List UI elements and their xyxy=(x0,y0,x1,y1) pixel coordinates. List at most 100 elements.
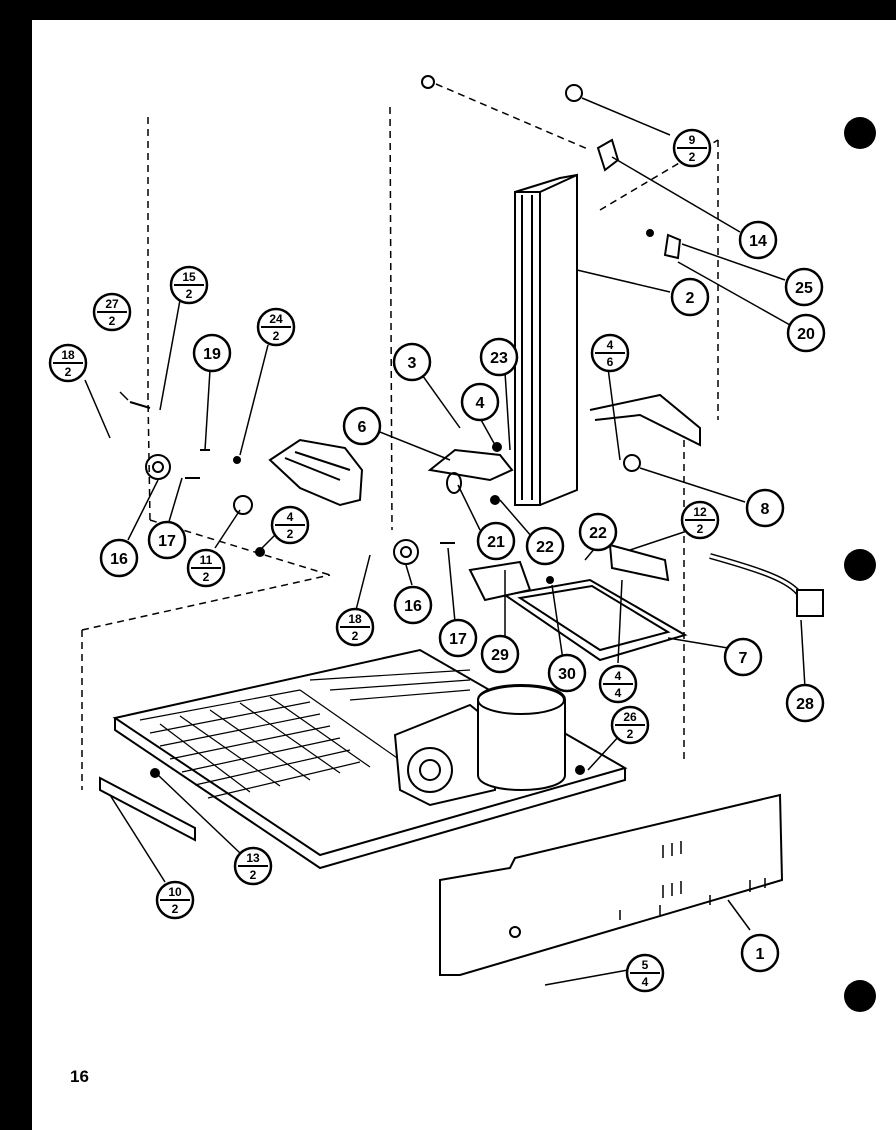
callout-quantity: 2 xyxy=(203,570,210,584)
callout-number: 18 xyxy=(348,612,362,626)
callout-circle xyxy=(479,337,519,377)
callout-8: 8 xyxy=(745,488,785,528)
registration-dot xyxy=(844,117,876,149)
callout-number: 4 xyxy=(476,395,485,412)
callout-4: 4 xyxy=(460,382,500,422)
callout-quantity: 2 xyxy=(352,629,359,643)
callout-circle xyxy=(784,267,824,307)
callout-layer: 9214252024681222874430292222212343617161… xyxy=(48,128,826,993)
callout-number: 13 xyxy=(246,851,260,865)
callout-circle xyxy=(547,653,587,693)
callout-17: 17 xyxy=(147,520,187,560)
callout-circle xyxy=(147,520,187,560)
callout-circle xyxy=(342,406,382,446)
callout-number: 24 xyxy=(269,312,283,326)
callout-number: 30 xyxy=(558,666,576,683)
callout-number: 28 xyxy=(796,696,814,713)
callout-14: 14 xyxy=(738,220,778,260)
callout-circle xyxy=(738,220,778,260)
callout-22: 22 xyxy=(578,512,618,552)
callout-number: 26 xyxy=(623,710,637,724)
callout-17: 17 xyxy=(438,618,478,658)
callout-9-over-2: 92 xyxy=(672,128,712,168)
callout-number: 16 xyxy=(404,598,422,615)
callout-20: 20 xyxy=(786,313,826,353)
page-number: 16 xyxy=(70,1067,89,1086)
callout-circle xyxy=(480,634,520,674)
callout-quantity: 2 xyxy=(287,527,294,541)
callout-number: 17 xyxy=(158,533,176,550)
callout-quantity: 2 xyxy=(697,522,704,536)
callout-number: 17 xyxy=(449,631,467,648)
callout-26-over-2: 262 xyxy=(610,705,650,745)
callout-number: 6 xyxy=(358,419,367,436)
callout-4-over-6: 46 xyxy=(590,333,630,373)
phantom-lines xyxy=(81,83,719,951)
callout-5-over-4: 54 xyxy=(625,953,665,993)
callout-number: 12 xyxy=(693,505,707,519)
callout-circle xyxy=(740,933,780,973)
callout-circle xyxy=(670,277,710,317)
callout-number: 22 xyxy=(536,539,554,556)
callout-27-over-2: 272 xyxy=(92,292,132,332)
callout-25: 25 xyxy=(784,267,824,307)
callout-circle xyxy=(745,488,785,528)
callout-30: 30 xyxy=(547,653,587,693)
callout-4-over-4: 44 xyxy=(598,664,638,704)
callout-number: 5 xyxy=(642,958,649,972)
callout-number: 19 xyxy=(203,346,221,363)
callout-16: 16 xyxy=(99,538,139,578)
callout-circle xyxy=(785,683,825,723)
callout-3: 3 xyxy=(392,342,432,382)
registration-dot xyxy=(844,980,876,1012)
callout-circle xyxy=(99,538,139,578)
callout-number: 8 xyxy=(761,501,770,518)
callout-18-over-2: 182 xyxy=(335,607,375,647)
callout-number: 10 xyxy=(168,885,182,899)
callout-number: 9 xyxy=(689,133,696,147)
callout-number: 7 xyxy=(739,650,748,667)
callout-number: 25 xyxy=(795,280,813,297)
callout-29: 29 xyxy=(480,634,520,674)
callout-quantity: 6 xyxy=(607,355,614,369)
callout-circle xyxy=(392,342,432,382)
leader-lines xyxy=(84,97,806,986)
callout-number: 14 xyxy=(749,233,767,250)
callout-7: 7 xyxy=(723,637,763,677)
callout-number: 2 xyxy=(686,290,695,307)
callout-quantity: 4 xyxy=(615,686,622,700)
callout-21: 21 xyxy=(476,521,516,561)
callout-15-over-2: 152 xyxy=(169,265,209,305)
callout-quantity: 2 xyxy=(250,868,257,882)
callout-11-over-2: 112 xyxy=(186,548,226,588)
callout-number: 3 xyxy=(408,355,417,372)
callout-circle xyxy=(476,521,516,561)
callout-number: 21 xyxy=(487,534,505,551)
callout-quantity: 2 xyxy=(689,150,696,164)
callout-number: 4 xyxy=(607,338,614,352)
callout-circle xyxy=(460,382,500,422)
callout-24-over-2: 242 xyxy=(256,307,296,347)
callout-10-over-2: 102 xyxy=(155,880,195,920)
callout-circle xyxy=(723,637,763,677)
callout-number: 4 xyxy=(615,669,622,683)
callout-circle xyxy=(192,333,232,373)
callout-circle xyxy=(525,526,565,566)
callout-quantity: 2 xyxy=(186,287,193,301)
callout-4-over-2: 42 xyxy=(270,505,310,545)
callout-quantity: 2 xyxy=(627,727,634,741)
callout-number: 11 xyxy=(200,553,213,567)
callout-circle xyxy=(578,512,618,552)
callout-quantity: 2 xyxy=(172,902,179,916)
callout-22: 22 xyxy=(525,526,565,566)
callout-circle xyxy=(786,313,826,353)
line-art xyxy=(81,75,824,986)
callout-number: 1 xyxy=(756,946,765,963)
callout-number: 16 xyxy=(110,551,128,568)
callout-circle xyxy=(438,618,478,658)
callout-23: 23 xyxy=(479,337,519,377)
callout-number: 4 xyxy=(287,510,294,524)
callout-19: 19 xyxy=(192,333,232,373)
